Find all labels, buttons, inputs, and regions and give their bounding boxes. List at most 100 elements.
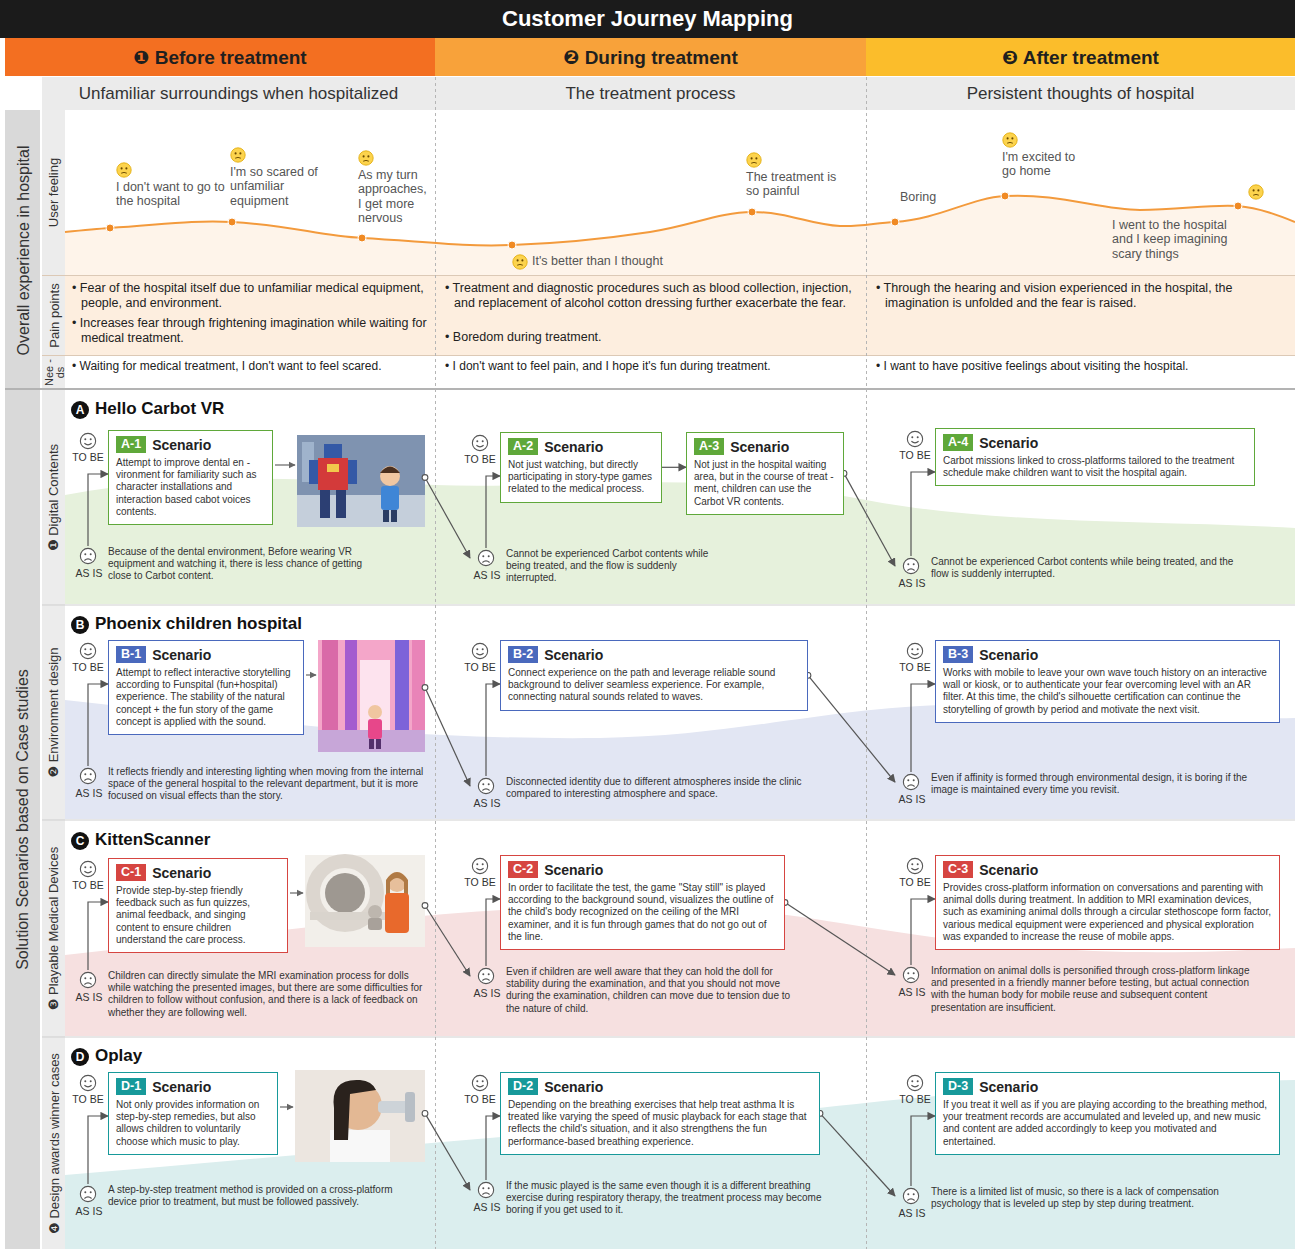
pain-point: • Boredom during treatment. [445,330,855,345]
as-is-text: Even if children are well aware that the… [506,966,800,1015]
photo-pointer [306,674,316,675]
scenario-card: A-4ScenarioCarbot missions linked to cro… [935,428,1255,486]
to-be-label: TO BE [895,449,935,461]
scenario-card: A-2ScenarioNot just watching, but direct… [500,432,662,503]
child-leg [391,510,397,522]
scenario-heading: Scenario [544,1079,603,1095]
robot-body [318,458,348,490]
photo-ground [305,855,425,947]
photo-pointer [275,464,295,465]
scenario-heading: Scenario [152,865,211,881]
connector-arrow [88,902,108,970]
scenario-card: B-2ScenarioConnect experience on the pat… [500,640,808,711]
scenario-text: Attempt to reflect interactive storytell… [116,667,296,728]
scenario-heading: Scenario [979,647,1038,663]
as-is-note: AS ISA step-by-step treatment method is … [72,1184,402,1208]
connector-arrow [662,467,686,468]
pain-point: • Through the hearing and vision experie… [876,281,1281,311]
row-label: User feeling [42,110,65,275]
row-band [65,1080,1295,1249]
scenario-badge: B-3 [943,646,973,663]
scenario-heading: Scenario [544,862,603,878]
frown-face [80,1186,95,1201]
card-header: B-3 Scenario [943,646,1272,663]
row-rule [42,820,1295,821]
connector-arrow [486,1116,500,1180]
frown-face [80,768,95,783]
scenario-badge: A-2 [508,438,538,455]
row-label: ❹ Design awards winner cases [42,1037,65,1249]
row-rule [42,275,1295,276]
smile-face [907,1075,922,1090]
scenario-badge: D-2 [508,1078,538,1095]
scenario-box: TO BEC-1ScenarioProvide step-by-step fri… [108,858,425,953]
stage-subtitle: Unfamiliar surroundings when hospitalize… [42,84,435,104]
as-is-label: AS IS [470,1201,504,1213]
scenario-text: Connect experience on the path and lever… [508,667,800,704]
connector-arrow [808,675,895,782]
as-is-note: AS ISIf the music played is the same eve… [470,1180,830,1217]
feeling-dot [106,224,114,232]
scenario-text: In order to facilitate the test, the gam… [508,882,777,943]
pain-point: • Increases fear through frightening ima… [72,316,430,346]
card-header: A-4Scenario [943,434,1247,451]
row-label: Nee -ds [42,355,65,389]
emoji-icon [117,163,131,177]
scenario-text: Carbot missions linked to cross-platform… [943,455,1247,479]
scenario-text: If you treat it well as if you are playi… [943,1099,1272,1148]
as-is-text: If the music played is the same even tho… [506,1180,830,1217]
smile-face [472,858,487,873]
phase-title: ❸ After treatment [1002,46,1159,69]
as-is-label: AS IS [72,567,106,579]
stage-subtitle: The treatment process [435,84,866,104]
to-be-label: TO BE [68,1093,108,1105]
scenario-heading: Scenario [152,437,211,453]
frown-face [903,558,918,573]
feeling-dot [748,208,756,216]
frown-face [478,968,493,983]
emoji-icon [231,148,245,162]
phase-title: ❶ Before treatment [133,46,306,69]
row-label: ❶ Digital Contents [42,390,65,605]
row-rule [42,605,1295,606]
to-be-label: TO BE [895,1093,935,1105]
page-title: Customer Journey Mapping [0,0,1295,38]
scenario-badge: A-1 [116,436,146,453]
robot-arm [309,460,318,484]
as-is-text: Because of the dental environment, Befor… [108,546,372,583]
scenario-text: Not just in the hospital waiting area, b… [694,459,836,508]
photo-ground [297,435,425,527]
photo-pointer [280,1106,293,1107]
scenario-card: A-1ScenarioAttempt to improve dental en … [108,430,273,525]
case-title: Hello Carbot VR [95,399,224,419]
child-body [368,719,382,739]
girl-body [385,893,409,933]
connector-arrow [425,478,470,558]
child-body [381,486,399,510]
scenario-card: A-3ScenarioNot just in the hospital wait… [686,432,844,515]
smile-face [80,1075,95,1090]
scenario-text: Works with mobile to leave your own wave… [943,667,1272,716]
card-header: B-1Scenario [116,646,296,663]
connector-arrow [425,906,470,976]
frown-face [903,1188,918,1203]
connector-arrow [88,684,108,766]
child-head [380,466,400,486]
as-is-label: AS IS [470,569,504,581]
as-is-text: Cannot be experienced Carbot contents wh… [931,556,1235,580]
scenario-card: C-2ScenarioIn order to facilitate the te… [500,855,785,950]
mri-photo [305,855,425,947]
inhaler-photo [295,1070,425,1162]
connector-arrow [88,1116,108,1184]
to-be-label: TO BE [68,661,108,673]
subheader-band [42,77,1295,110]
card-header: D-2 Scenario [508,1078,812,1095]
photo-pointer [290,892,303,893]
card-header: B-2Scenario [508,646,800,663]
as-is-label: AS IS [72,1205,106,1217]
frown-face [903,967,918,982]
feeling-note: I'm excited to go home [1002,150,1078,179]
as-is-label: AS IS [72,787,106,799]
scenario-box: TO BEC-3ScenarioProvides cross-platform … [935,855,1280,950]
